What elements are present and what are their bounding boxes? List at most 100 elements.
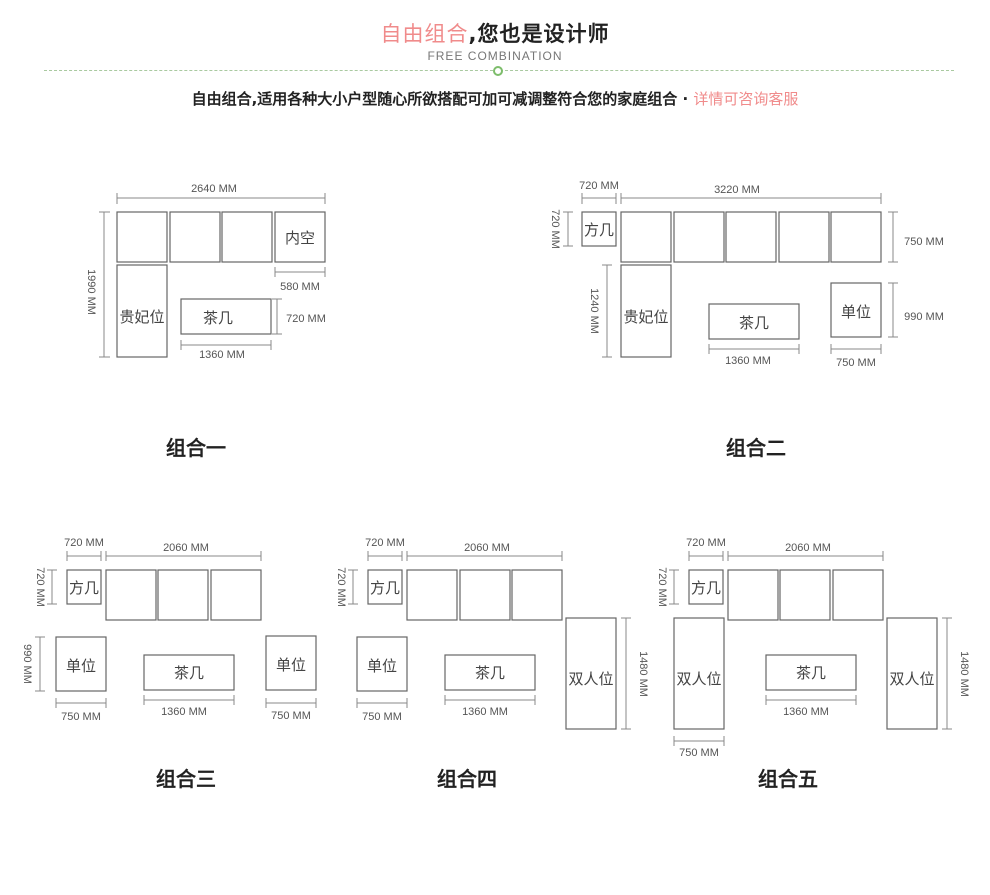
seat-module (779, 569, 831, 621)
coffee-table-label: 茶几 (203, 309, 233, 327)
dimension-label: 750 MM (679, 747, 719, 759)
combo-1-plan: 内空 贵妃位 茶几 2640 MM 1990 MM 580 MM 720 MM … (85, 183, 326, 361)
dimension-label: 1360 MM (161, 706, 207, 718)
dimension-line (55, 698, 107, 708)
seat-module (778, 211, 830, 263)
loveseat (673, 617, 725, 730)
dimension-label: 2060 MM (464, 542, 510, 554)
dimension-line (688, 551, 724, 561)
dimension-line (765, 695, 857, 705)
combo-3-plan: 方几 单位 茶几 单位 720 MM 2060 MM 720 MM 990 MM… (21, 537, 317, 723)
chaise-module (620, 264, 672, 358)
seat-module (725, 211, 777, 263)
dimension-label: 750 MM (271, 710, 311, 722)
title-rest: ,您也是设计师 (468, 22, 610, 46)
single-seat-label: 单位 (276, 656, 306, 674)
dimension-line (274, 267, 326, 277)
single-seat (830, 282, 882, 338)
seat-module (169, 211, 221, 263)
dimension-label: 1240 MM (588, 288, 600, 334)
dimension-label: 750 MM (61, 711, 101, 723)
dimension-line (602, 264, 612, 358)
coffee-table-label: 茶几 (475, 664, 505, 682)
seat-module (727, 569, 779, 621)
dimension-label: 1360 MM (462, 706, 508, 718)
combo-5-plan: 方几 双人位 茶几 双人位 720 MM 2060 MM 720 MM 1360… (656, 537, 970, 759)
coffee-table-label: 茶几 (739, 314, 769, 332)
dimension-label: 1360 MM (199, 349, 245, 361)
seat-module (459, 569, 511, 621)
dimension-line (116, 193, 326, 204)
dimension-line (99, 211, 110, 358)
dimension-line (830, 344, 882, 354)
single-seat (265, 635, 317, 691)
dimension-label: 2060 MM (785, 542, 831, 554)
chaise-label: 贵妃位 (119, 308, 164, 326)
loveseat (886, 617, 938, 730)
dimension-line (367, 551, 403, 561)
seat-module (673, 211, 725, 263)
seat-module (620, 211, 672, 263)
dimension-line (942, 617, 952, 730)
dimension-line (727, 551, 884, 561)
dimension-label: 720 MM (64, 537, 104, 549)
single-seat-label: 单位 (66, 657, 96, 675)
single-seat (55, 636, 107, 692)
page-subtitle: FREE COMBINATION (427, 49, 563, 63)
dimension-label: 3220 MM (714, 184, 760, 196)
loveseat (565, 617, 617, 730)
dimension-label: 720 MM (579, 180, 619, 192)
side-table-label: 方几 (69, 579, 99, 597)
coffee-table-label: 茶几 (796, 664, 826, 682)
coffee-table (143, 654, 235, 691)
single-seat (356, 636, 408, 692)
dimension-line (708, 344, 800, 354)
dimension-line (66, 551, 102, 561)
dimension-line (143, 695, 235, 705)
seat-module (830, 211, 882, 263)
dimension-label: 1360 MM (725, 355, 771, 367)
side-table (367, 569, 403, 605)
dimension-line (563, 211, 573, 247)
consult-link[interactable]: 详情可咨询客服 (693, 90, 799, 108)
dimension-line (673, 736, 725, 746)
dimension-label: 720 MM (286, 313, 326, 325)
dimension-label: 720 MM (365, 537, 405, 549)
dimension-label: 720 MM (686, 537, 726, 549)
page-title: 自由组合,您也是设计师 (0, 18, 990, 48)
dimension-line (888, 282, 898, 338)
dimension-line (669, 569, 679, 605)
dimension-label: 750 MM (362, 711, 402, 723)
dimension-line (356, 698, 408, 708)
seat-module (157, 569, 209, 621)
combo-2-caption: 组合二 (726, 436, 786, 460)
chaise-label: 贵妃位 (623, 308, 668, 326)
seat-module (210, 569, 262, 621)
tagline-text: 自由组合,适用各种大小户型随心所欲搭配可加可减调整符合您的家庭组合 · (191, 90, 694, 108)
dimension-line (265, 698, 317, 708)
dimension-label: 580 MM (280, 281, 320, 293)
dimension-label: 1480 MM (958, 651, 970, 697)
coffee-table (765, 654, 857, 691)
corner-inner-module (274, 211, 326, 263)
coffee-table (180, 298, 272, 335)
dimension-line (180, 340, 272, 350)
seat-module (116, 211, 168, 263)
dimension-label: 720 MM (335, 567, 347, 607)
side-table (688, 569, 724, 605)
coffee-table-label: 茶几 (174, 664, 204, 682)
seat-module (511, 569, 563, 621)
dimension-line (581, 193, 617, 204)
side-table-label: 方几 (584, 221, 614, 239)
coffee-table (444, 654, 536, 691)
dimension-line (620, 193, 882, 204)
side-table-label: 方几 (691, 579, 721, 597)
loveseat-label: 双人位 (568, 670, 613, 688)
coffee-table (708, 303, 800, 340)
dimension-label: 1990 MM (85, 269, 97, 315)
dimension-label: 750 MM (836, 357, 876, 369)
dimension-label: 720 MM (656, 567, 668, 607)
dimension-label: 750 MM (904, 236, 944, 248)
dimension-line (47, 569, 57, 605)
